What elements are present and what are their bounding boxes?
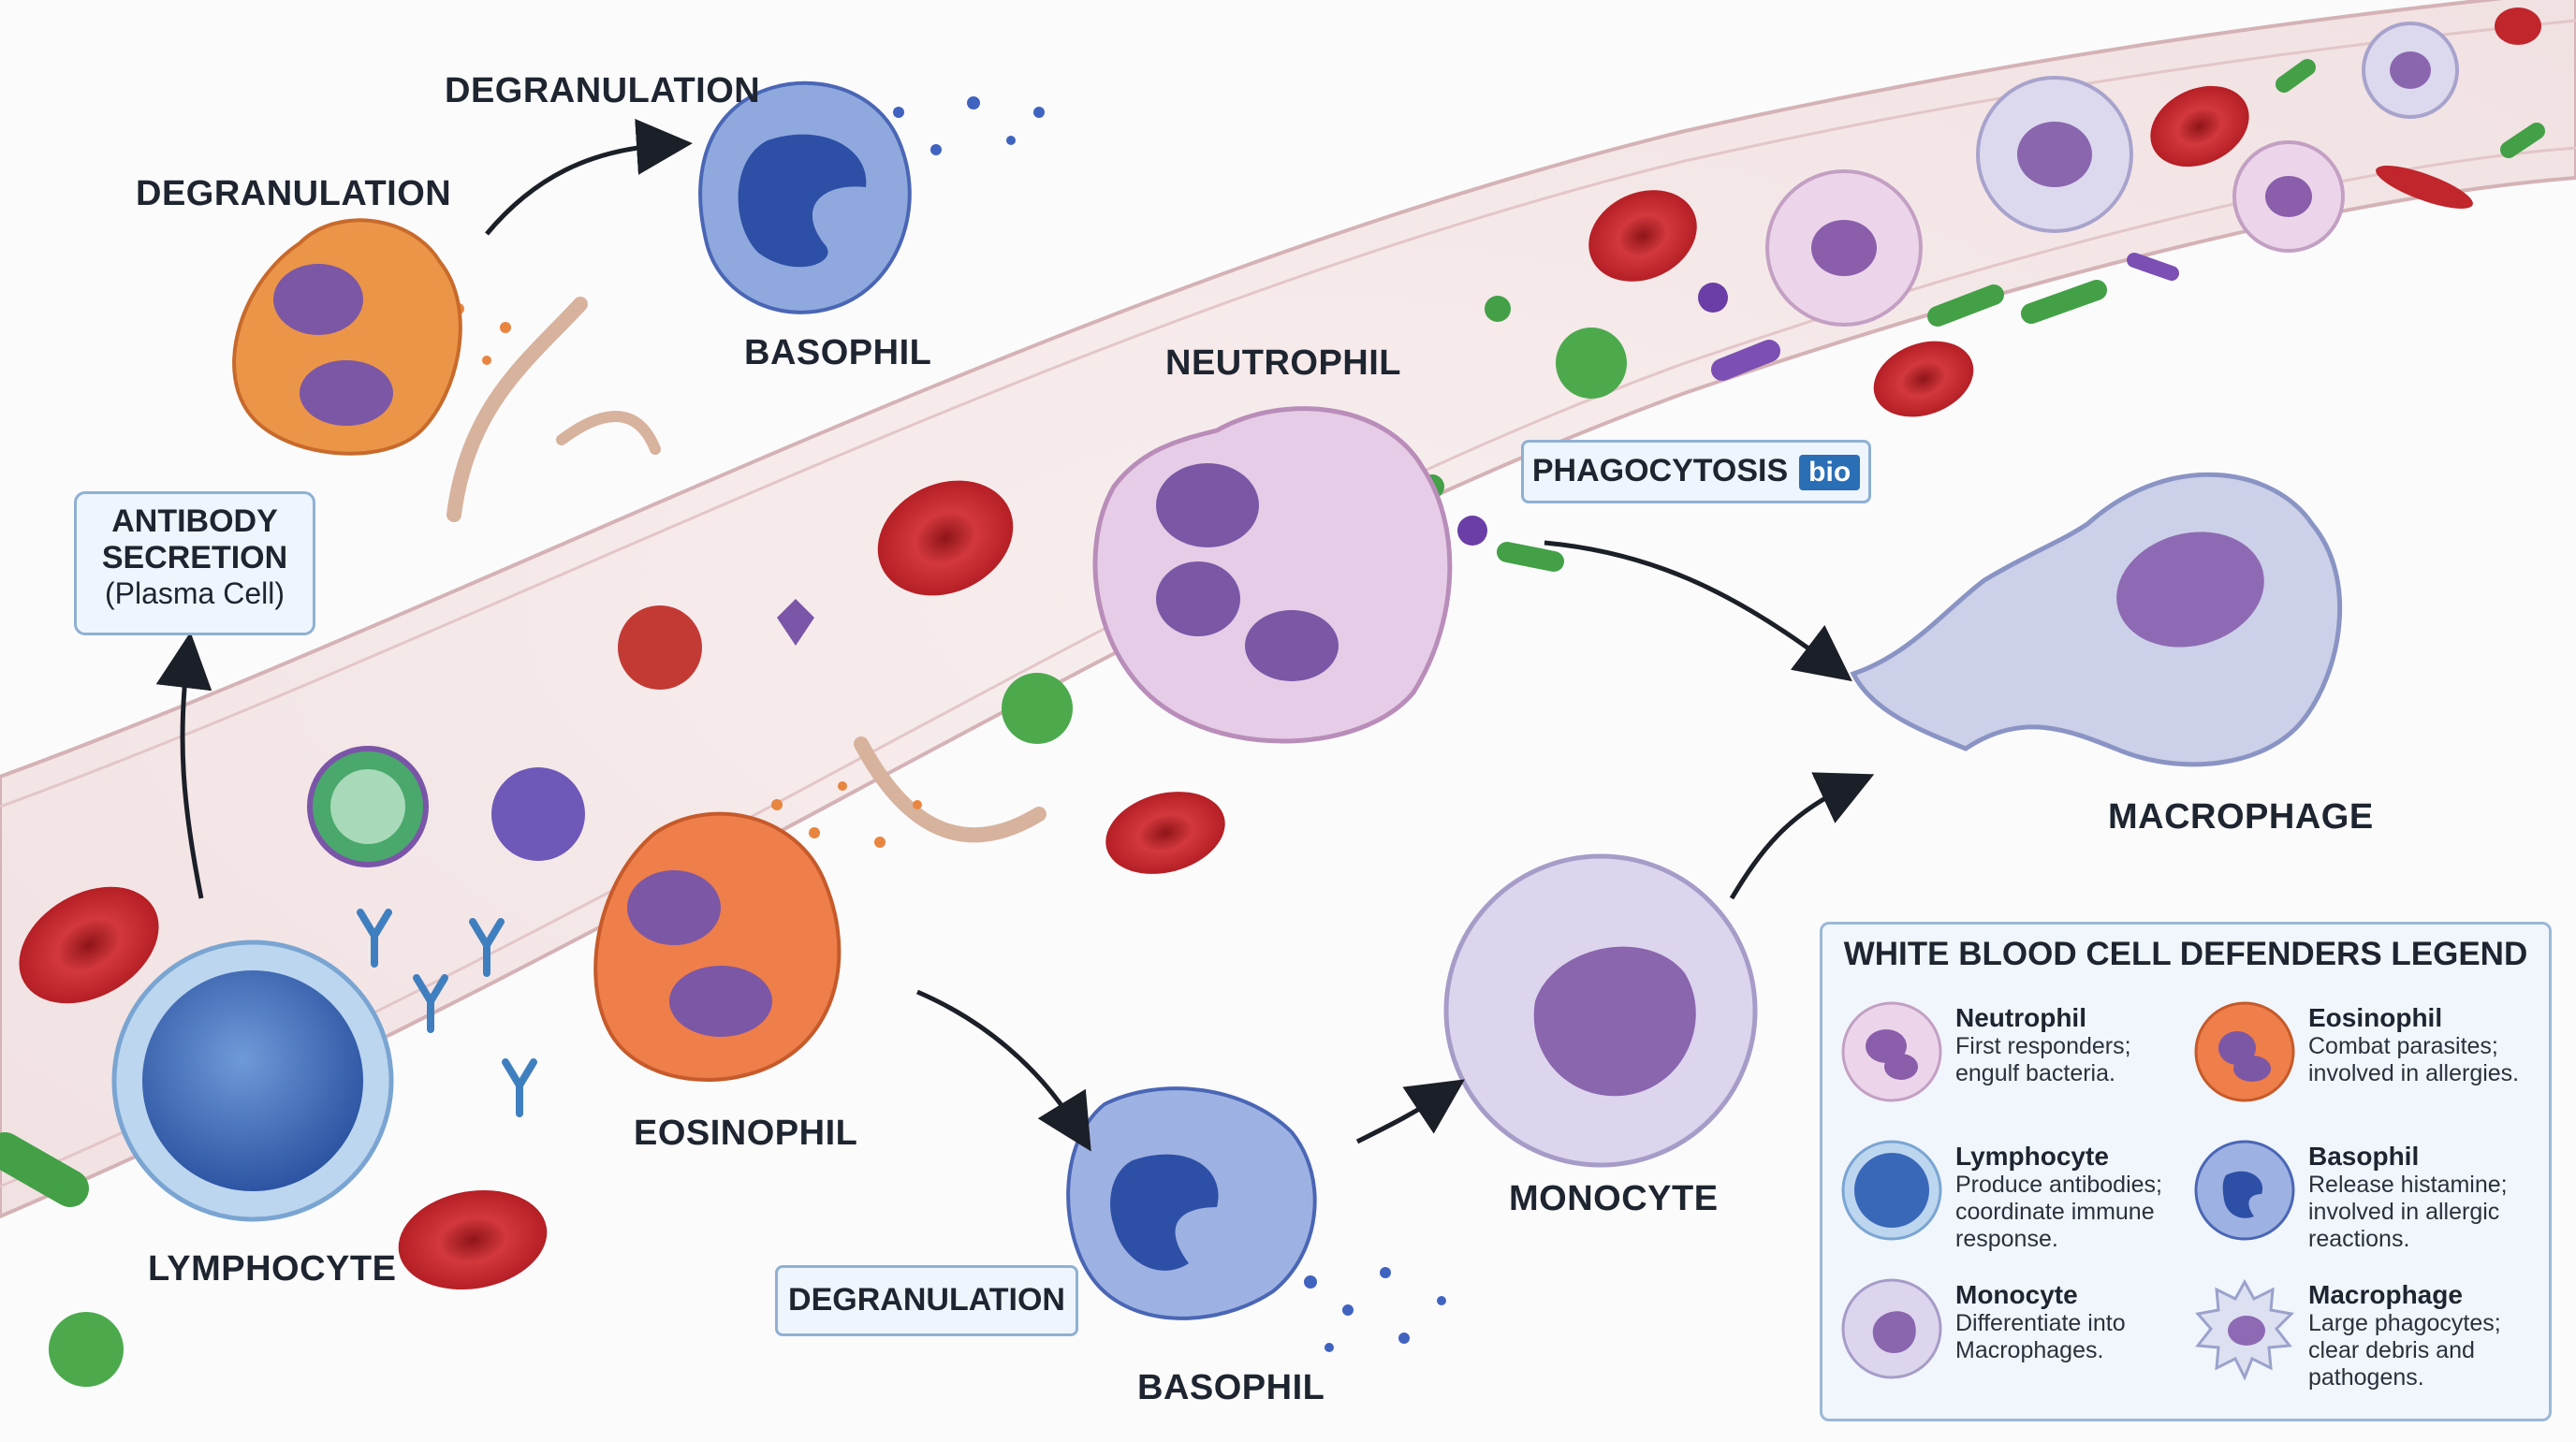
legend-item-lymphocyte: Lymphocyte Produce antibodies; coordinat… xyxy=(1839,1138,2186,1278)
eosinophil-cell xyxy=(593,811,842,1082)
monocyte-icon xyxy=(1841,1278,1942,1379)
red-blood-cells xyxy=(19,7,2541,1290)
legend-name-neutrophil: Neutrophil xyxy=(1955,1003,2086,1032)
circulating-cells xyxy=(1765,22,2459,327)
antibody-label-line1: ANTIBODY xyxy=(111,503,278,539)
degranulation-bottom-label: DEGRANULATION xyxy=(788,1282,1065,1318)
legend-item-basophil: Basophil Release histamine; involved in … xyxy=(2192,1138,2539,1278)
antibody-label-line2: SECRETION xyxy=(101,540,288,575)
legend-panel: WHITE BLOOD CELL DEFENDERS LEGEND Neutro… xyxy=(1820,922,2552,1421)
legend-name-monocyte: Monocyte xyxy=(1955,1280,2078,1309)
legend-desc-monocyte: Differentiate into Macrophages. xyxy=(1955,1310,2126,1363)
legend-desc-eosinophil: Combat parasites; involved in allergies. xyxy=(2308,1033,2520,1086)
eosinophil-icon xyxy=(2194,1001,2295,1102)
basophil-icon xyxy=(2194,1140,2295,1241)
macrophage-cell xyxy=(1850,472,2343,767)
degranulation-left-label: DEGRANULATION xyxy=(136,174,452,213)
eosinophil-top-cell xyxy=(232,218,462,456)
monocyte-cell xyxy=(1443,853,1758,1168)
neutrophil-icon xyxy=(1841,1001,1942,1102)
legend-item-neutrophil: Neutrophil First responders; engulf bact… xyxy=(1839,999,2186,1140)
basophil-top-label: BASOPHIL xyxy=(744,333,932,372)
legend-name-eosinophil: Eosinophil xyxy=(2308,1003,2443,1032)
phagocytosis-label: PHAGOCYTOSIS xyxy=(1531,453,1789,488)
legend-item-monocyte: Monocyte Differentiate into Macrophages. xyxy=(1839,1276,2186,1417)
lymphocyte-icon xyxy=(1841,1140,1942,1241)
eosinophil-label: EOSINOPHIL xyxy=(634,1114,858,1153)
basophil-bottom-label: BASOPHIL xyxy=(1137,1368,1325,1407)
macrophage-icon xyxy=(2195,1278,2295,1381)
legend-item-eosinophil: Eosinophil Combat parasites; involved in… xyxy=(2192,999,2539,1140)
legend-title: WHITE BLOOD CELL DEFENDERS LEGEND xyxy=(1843,936,2528,972)
legend-desc-lymphocyte: Produce antibodies; coordinate immune re… xyxy=(1955,1172,2162,1252)
legend-name-basophil: Basophil xyxy=(2308,1142,2420,1171)
pathogens xyxy=(49,328,1627,1387)
antibodies xyxy=(357,909,537,1117)
legend-name-macrophage: Macrophage xyxy=(2308,1280,2463,1309)
antibody-secretion-callout: ANTIBODY SECRETION (Plasma Cell) xyxy=(74,491,315,635)
neutrophil-label: NEUTROPHIL xyxy=(1165,343,1401,383)
bio-badge: bio xyxy=(1799,455,1861,490)
legend-item-macrophage: Macrophage Large phagocytes; clear debri… xyxy=(2192,1276,2539,1417)
monocyte-label: MONOCYTE xyxy=(1509,1179,1719,1218)
phagocytosis-callout: PHAGOCYTOSIS bio xyxy=(1521,440,1871,503)
macrophage-label: MACROPHAGE xyxy=(2108,797,2374,837)
parasite-worms xyxy=(446,297,1046,843)
legend-desc-macrophage: Large phagocytes; clear debris and patho… xyxy=(2308,1310,2501,1391)
legend-desc-basophil: Release histamine; involved in allergic … xyxy=(2308,1172,2508,1252)
legend-desc-neutrophil: First responders; engulf bacteria. xyxy=(1955,1033,2131,1086)
lymphocyte-label: LYMPHOCYTE xyxy=(148,1249,397,1289)
neutrophil-cell xyxy=(1092,406,1453,744)
flow-arrows xyxy=(155,118,1875,1152)
lymphocyte-cell xyxy=(111,939,394,1222)
degranulation-bottom-callout: DEGRANULATION xyxy=(775,1265,1078,1336)
degranulation-top-label: DEGRANULATION xyxy=(445,71,761,110)
basophil-bottom-cell xyxy=(1066,1086,1317,1320)
antibody-label-line3: (Plasma Cell) xyxy=(104,576,285,610)
legend-name-lymphocyte: Lymphocyte xyxy=(1955,1142,2109,1171)
basophil-top-cell xyxy=(698,80,912,314)
